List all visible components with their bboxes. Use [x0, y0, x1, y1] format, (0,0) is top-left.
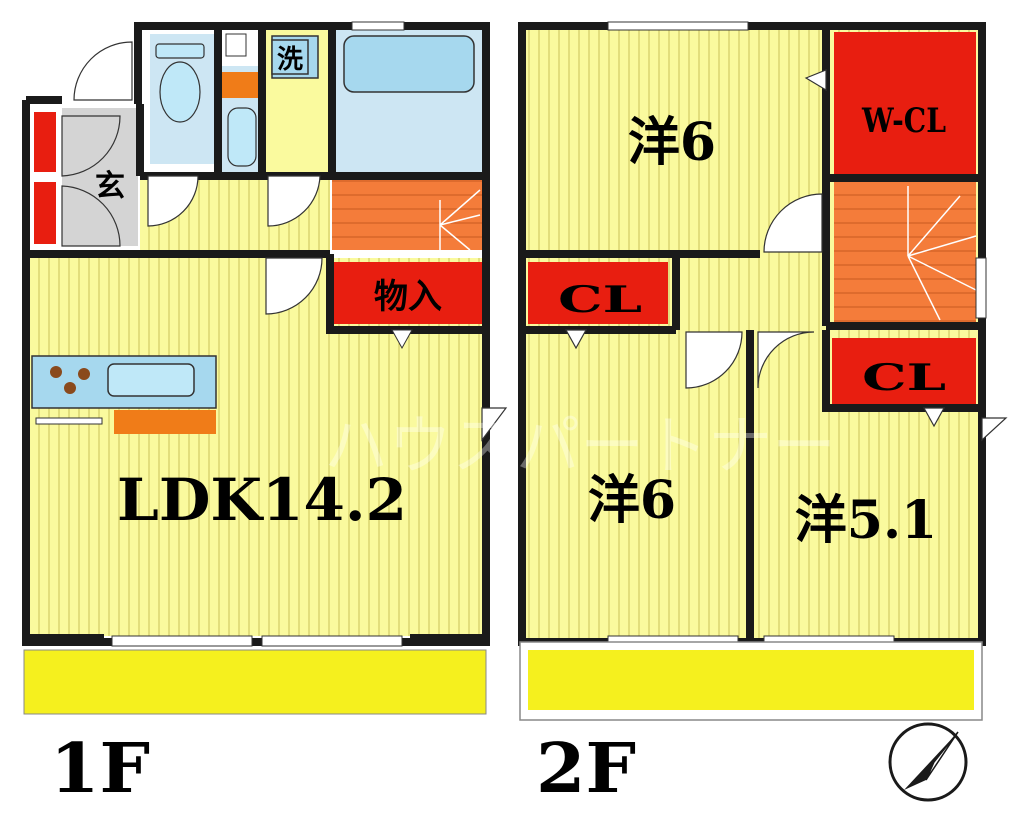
sink-icon — [107, 363, 195, 397]
closet-left-label: CL — [558, 279, 642, 321]
bathtub-icon — [343, 35, 475, 93]
balcony-1f — [23, 649, 487, 715]
back-counter — [114, 410, 216, 434]
bedroom-north-label: 洋6 — [628, 112, 716, 173]
laundry-label: 洗 — [277, 45, 303, 75]
wash-basin-icon — [227, 107, 257, 167]
bedroom-southeast-label: 洋5.1 — [795, 490, 937, 551]
floor-label-1f: 1F — [50, 729, 150, 809]
bedroom-southwest-label: 洋6 — [588, 470, 676, 531]
walk-in-closet — [834, 32, 976, 174]
balcony-2f — [528, 650, 974, 710]
washroom-cabinet — [222, 72, 262, 98]
doors-2f — [564, 69, 1008, 442]
wic-label: W-CL — [861, 101, 946, 141]
shoe-closet-upper — [34, 112, 56, 172]
windows-1f — [111, 21, 405, 647]
second-floor: 洋6 W-CL CL CL 洋6 洋5.1 2F — [518, 21, 1008, 809]
first-floor: 玄 洗 物入 LDK14.2 1F — [22, 21, 508, 809]
stairs-1f — [332, 180, 482, 250]
floor-label-2f: 2F — [536, 729, 636, 809]
closet-left — [528, 262, 668, 324]
storage-label: 物入 — [374, 277, 442, 317]
ldk-label: LDK14.2 — [117, 466, 407, 534]
doors-1f — [61, 41, 508, 442]
toilet-icon — [155, 43, 205, 123]
entrance-label: 玄 — [95, 169, 125, 204]
compass-north-arrow-icon — [888, 722, 968, 802]
closet-right — [832, 338, 976, 404]
storage-closet — [334, 262, 482, 324]
watermark: ハウスパートナー — [324, 410, 836, 484]
closet-right-label: CL — [862, 357, 946, 399]
stove-burners-icon — [50, 366, 90, 394]
shoe-closet-lower — [34, 182, 56, 244]
